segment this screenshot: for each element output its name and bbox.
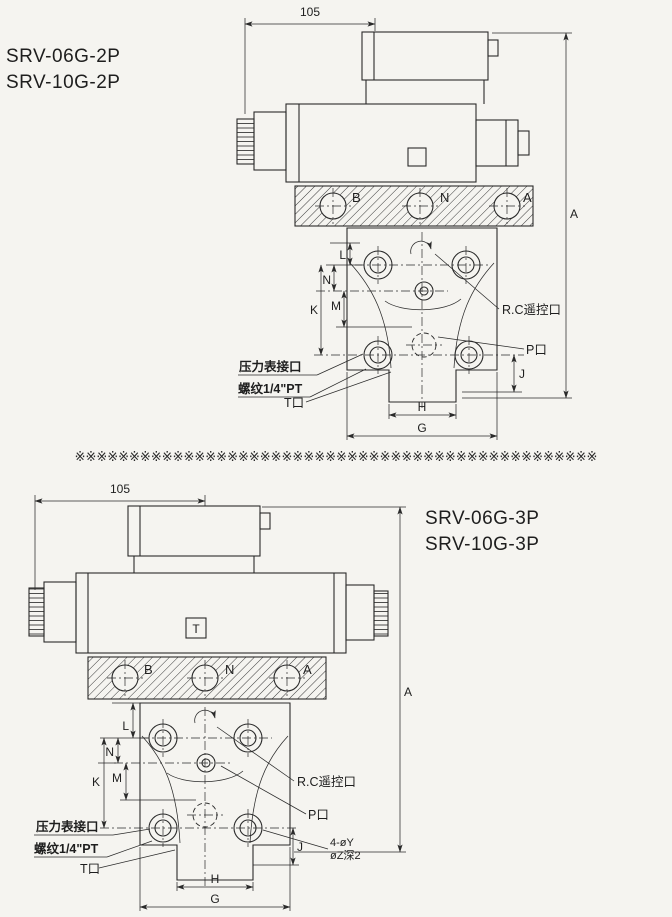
dim-105-value: 105 xyxy=(110,482,130,496)
dim-m-label: M xyxy=(112,771,122,785)
holes-count-label: 4-øY xyxy=(330,837,355,849)
port-n-label: N xyxy=(225,662,234,677)
dim-105 xyxy=(244,18,376,114)
dim-h: H xyxy=(388,400,457,419)
dim-g-label: G xyxy=(417,421,426,435)
drawing-srv-2p: SRV-06G-2P SRV-10G-2P 105 xyxy=(6,5,578,440)
valve-side-view xyxy=(236,31,530,183)
valve-body xyxy=(75,572,347,654)
port-b-label: B xyxy=(352,190,361,205)
dim-a-label: A xyxy=(570,207,578,221)
rotation-arrow-icon xyxy=(194,709,216,724)
dim-n-label: N xyxy=(322,273,331,287)
valve-body xyxy=(285,103,477,183)
callout-t-port: T口 xyxy=(284,371,392,410)
dim-a: A xyxy=(262,506,412,853)
dim-k-label: K xyxy=(310,303,318,317)
dim-a-label: A xyxy=(404,685,412,699)
drawing-srv-3p: SRV-06G-3P SRV-10G-3P 105 T xyxy=(28,482,539,911)
dim-h: H xyxy=(176,872,254,891)
port-plate: B N A xyxy=(294,185,534,227)
model-name-2: SRV-10G-2P xyxy=(6,72,120,93)
t-port-label: T口 xyxy=(284,396,304,410)
model-name-1: SRV-06G-3P xyxy=(425,508,539,529)
callout-thread: 螺纹1/4"PT xyxy=(238,368,367,398)
dim-l-label: L xyxy=(339,248,346,262)
dim-chain-left: L N M K xyxy=(92,702,196,829)
t-port-mark: T xyxy=(192,622,200,636)
port-a-label: A xyxy=(523,190,532,205)
dim-k-label: K xyxy=(92,775,100,789)
callout-p-port: P口 xyxy=(220,765,329,822)
port-a-label: A xyxy=(303,662,312,677)
dim-g: G xyxy=(346,372,498,440)
dim-a: A xyxy=(462,32,578,399)
rotation-arrow-icon xyxy=(410,240,432,255)
solenoid-coil-left xyxy=(43,581,77,643)
rc-port-label: R.C遥控口 xyxy=(502,303,561,317)
hole-depth-label: øZ深2 xyxy=(330,849,361,862)
dim-j-label: J xyxy=(519,367,525,381)
p-port-label: P口 xyxy=(308,808,329,822)
t-port-label: T口 xyxy=(80,862,100,876)
dim-j: J xyxy=(253,827,303,866)
dim-g: G xyxy=(139,847,291,911)
callout-gauge-port: 压力表接口 xyxy=(238,353,364,376)
callout-t-port: T口 xyxy=(80,849,176,876)
model-name-1: SRV-06G-2P xyxy=(6,46,120,67)
p-port-label: P口 xyxy=(526,343,547,357)
solenoid-coil-right xyxy=(345,584,375,641)
dim-m-label: M xyxy=(331,299,341,313)
port-plate: B N A xyxy=(87,656,327,700)
solenoid-knurled-cap xyxy=(236,118,255,165)
callout-mounting-holes: 4-øY øZ深2 xyxy=(262,829,361,862)
dim-105-value: 105 xyxy=(300,5,320,19)
rc-port-label: R.C遥控口 xyxy=(297,775,356,789)
callout-thread: 螺纹1/4"PT xyxy=(34,840,153,858)
port-b-label: B xyxy=(144,662,153,677)
callout-p-port: P口 xyxy=(437,336,547,357)
thread-spec-label: 螺纹1/4"PT xyxy=(238,381,303,396)
callout-rc-port: R.C遥控口 xyxy=(434,253,561,317)
section-separator: ※※※※※※※※※※※※※※※※※※※※※※※※※※※※※※※※※※※※※※※※… xyxy=(74,450,598,465)
thread-spec-label: 螺纹1/4"PT xyxy=(34,841,99,856)
gauge-port-label: 压力表接口 xyxy=(239,359,302,374)
dim-l-label: L xyxy=(122,719,129,733)
dim-h-label: H xyxy=(211,872,220,886)
model-name-2: SRV-10G-3P xyxy=(425,534,539,555)
dim-j-label: J xyxy=(297,840,303,854)
dim-g-label: G xyxy=(210,892,219,906)
callout-gauge-port: 压力表接口 xyxy=(34,819,151,836)
port-n-label: N xyxy=(440,190,449,205)
manifold-bottom-view xyxy=(100,702,298,886)
dim-j: J xyxy=(462,354,525,393)
pilot-port-hole xyxy=(196,753,216,773)
solenoid-knurled-cap-left xyxy=(28,587,45,637)
dim-chain-left: L N M K xyxy=(310,242,412,356)
dim-105 xyxy=(34,495,206,590)
solenoid-knurled-cap-right xyxy=(373,590,389,637)
solenoid-coil xyxy=(253,111,287,171)
dim-h-label: H xyxy=(418,400,427,414)
valve-side-view xyxy=(28,505,389,654)
gauge-port-label: 压力表接口 xyxy=(36,819,99,834)
dim-n-label: N xyxy=(105,745,114,759)
callout-rc-port: R.C遥控口 xyxy=(216,726,356,789)
